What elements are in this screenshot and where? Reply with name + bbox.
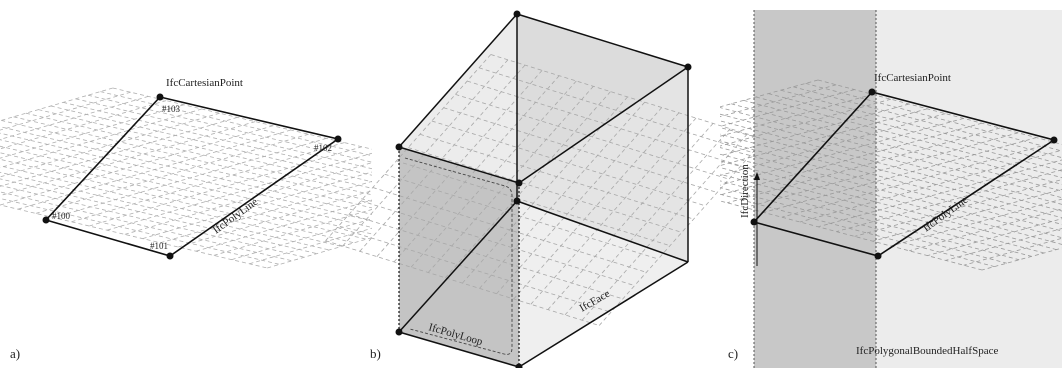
panel-label-c: c): [728, 346, 738, 361]
panel-label-a: a): [10, 346, 20, 361]
polyloop-outline: [404, 157, 513, 355]
grid-c: [720, 79, 1062, 271]
halfspace-light-region: [876, 10, 1062, 368]
point-label-101: #101: [150, 241, 168, 251]
entity-label-a: IfcCartesianPoint: [166, 77, 243, 89]
panel-label-b: b): [370, 346, 381, 361]
halfspace-dark-region: [754, 10, 876, 368]
point-c-left: [750, 218, 758, 226]
point-c-top: [868, 88, 876, 96]
halfspace-label: IfcPolygonalBoundedHalfSpace: [856, 345, 998, 357]
point-label-103: #103: [162, 104, 181, 114]
box-vertices: [395, 10, 692, 368]
direction-label: IfcDirection: [739, 164, 751, 218]
point-label-102: #102: [314, 143, 332, 153]
grid-a: [0, 87, 372, 269]
direction-arrow-head: [754, 172, 760, 180]
point-c-bottom: [874, 252, 882, 260]
point-103-marker: [156, 93, 164, 101]
box-edges: [398, 13, 689, 368]
box-front-face: [399, 147, 519, 367]
entity-label-c: IfcCartesianPoint: [874, 72, 951, 84]
grid-b: [325, 54, 765, 326]
point-c-right: [1050, 136, 1058, 144]
panel-c: IfcCartesianPoint IfcPolyLine IfcDirecti…: [720, 10, 1062, 368]
box-dotted-edges: [398, 147, 520, 367]
point-101-marker: [166, 252, 174, 260]
box-right-face: [519, 67, 688, 367]
panel-b: IfcFace IfcPolyLoop b): [325, 10, 765, 368]
point-label-100: #100: [52, 211, 71, 221]
point-102-marker: [334, 135, 342, 143]
point-100-marker: [42, 216, 50, 224]
